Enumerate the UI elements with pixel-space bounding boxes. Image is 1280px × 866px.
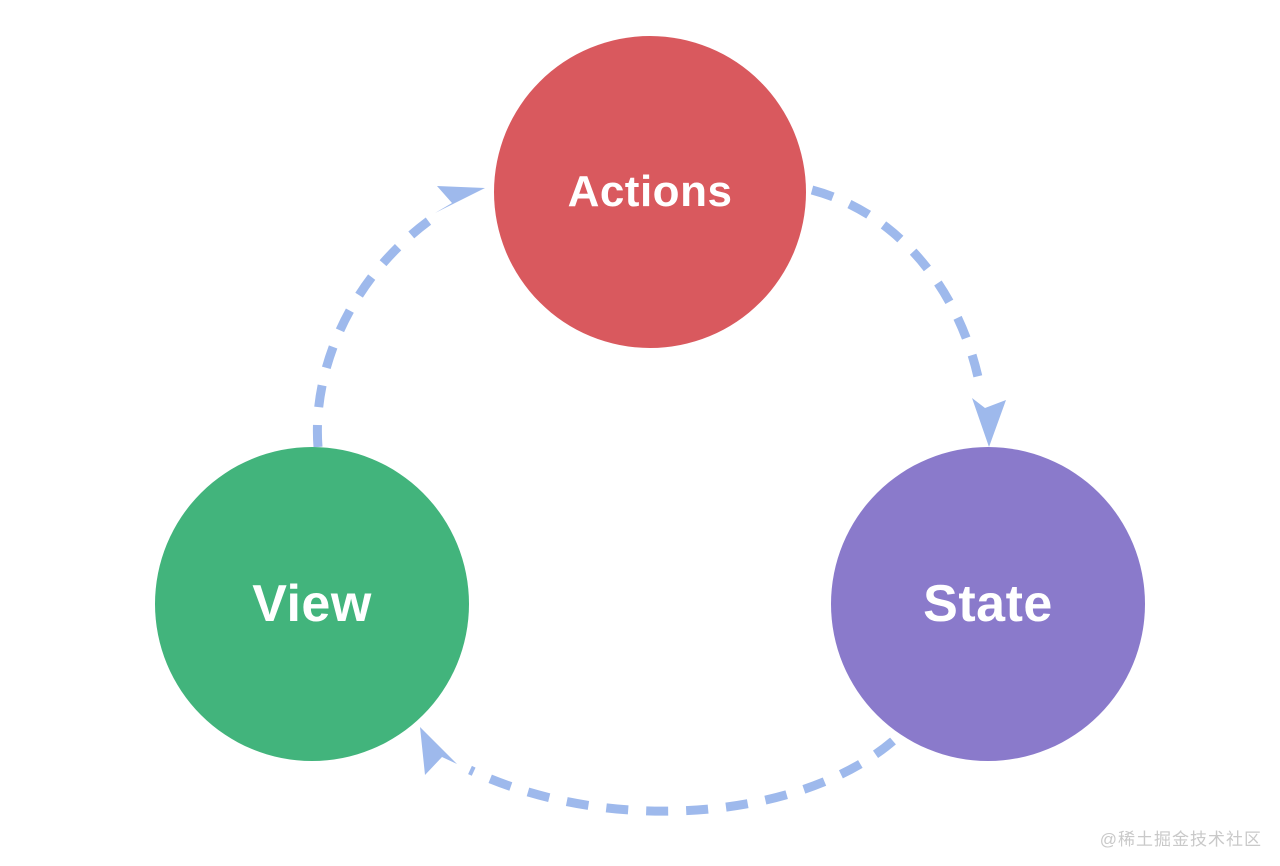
- edge-actions-to-state: [810, 185, 1006, 447]
- edge-actions-to-state-path: [810, 185, 986, 393]
- node-actions[interactable]: Actions: [494, 36, 806, 348]
- node-actions-label: Actions: [567, 167, 733, 216]
- node-view-label: View: [252, 575, 372, 633]
- watermark-text: @稀土掘金技术社区: [1099, 830, 1262, 849]
- edge-state-to-view: [420, 727, 896, 816]
- edge-state-to-view-path: [468, 737, 896, 816]
- node-state-label: State: [923, 575, 1053, 633]
- node-view[interactable]: View: [155, 447, 469, 761]
- edge-view-to-actions-arrowhead: [435, 186, 485, 213]
- edge-actions-to-state-arrowhead: [972, 398, 1006, 447]
- edge-state-to-view-arrowhead: [420, 727, 457, 775]
- edge-view-to-actions-path: [312, 211, 440, 448]
- node-state[interactable]: State: [831, 447, 1145, 761]
- edge-view-to-actions: [312, 186, 485, 448]
